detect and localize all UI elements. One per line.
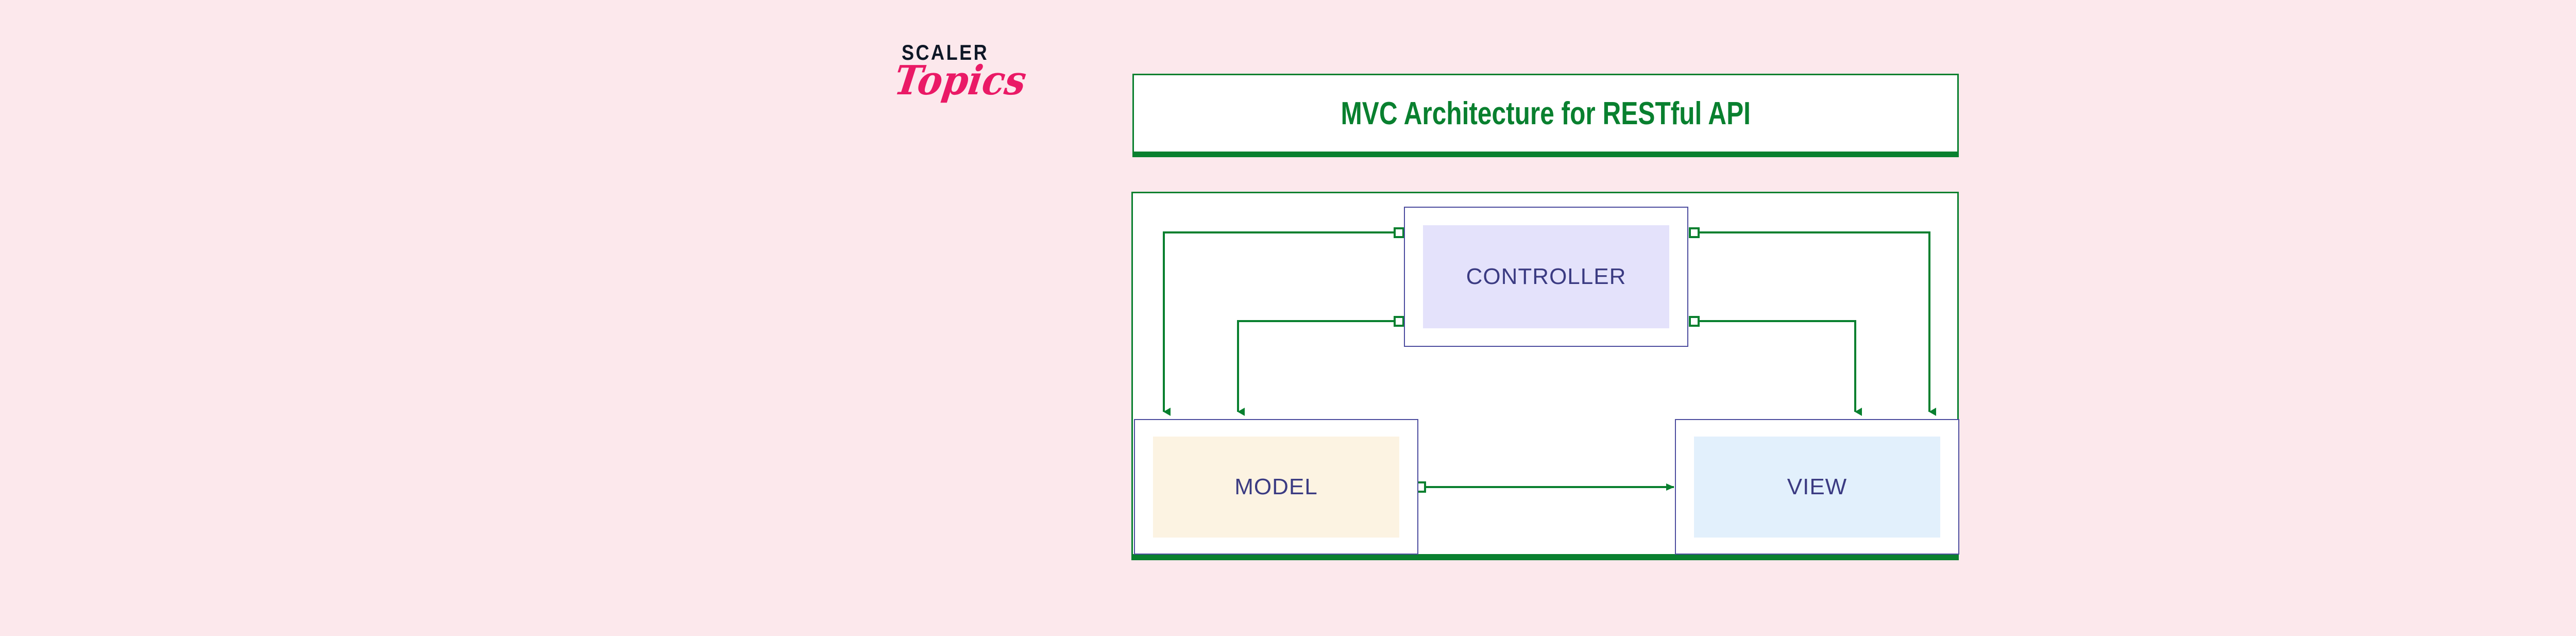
diagram-node-model[interactable]: MODEL (1134, 419, 1418, 555)
connector-controller-to-model-outer (1163, 227, 1404, 416)
node-view-fill: VIEW (1694, 436, 1940, 538)
node-model-label: MODEL (1234, 474, 1318, 499)
connector-model-to-view (1415, 481, 1674, 493)
logo-wordmark-scaler: SCALER (902, 40, 989, 64)
connector-source-port (1394, 316, 1404, 327)
scaler-topics-logo: SCALER Topics (891, 40, 1047, 143)
diagram-frame: CONTROLLER MODEL VIEW (1131, 192, 1959, 560)
connector-controller-to-model-inner (1237, 316, 1404, 416)
diagram-node-view[interactable]: VIEW (1675, 419, 1959, 555)
logo-scriptmark-topics: Topics (891, 57, 1029, 104)
node-view-label: VIEW (1787, 474, 1848, 499)
node-controller-fill: CONTROLLER (1423, 225, 1669, 328)
node-controller-label: CONTROLLER (1466, 264, 1626, 289)
connector-source-port (1394, 227, 1404, 238)
connector-controller-to-view-inner (1689, 316, 1862, 416)
node-model-fill: MODEL (1153, 436, 1399, 538)
diagram-canvas: CONTROLLER MODEL VIEW (1133, 193, 1960, 562)
connector-source-port (1689, 316, 1700, 327)
connector-controller-to-view-outer (1689, 227, 1936, 416)
connector-source-port (1689, 227, 1700, 238)
page-title: MVC Architecture for RESTful API (1341, 95, 1751, 131)
diagram-node-controller[interactable]: CONTROLLER (1404, 207, 1688, 347)
diagram-title-banner: MVC Architecture for RESTful API (1132, 74, 1959, 157)
